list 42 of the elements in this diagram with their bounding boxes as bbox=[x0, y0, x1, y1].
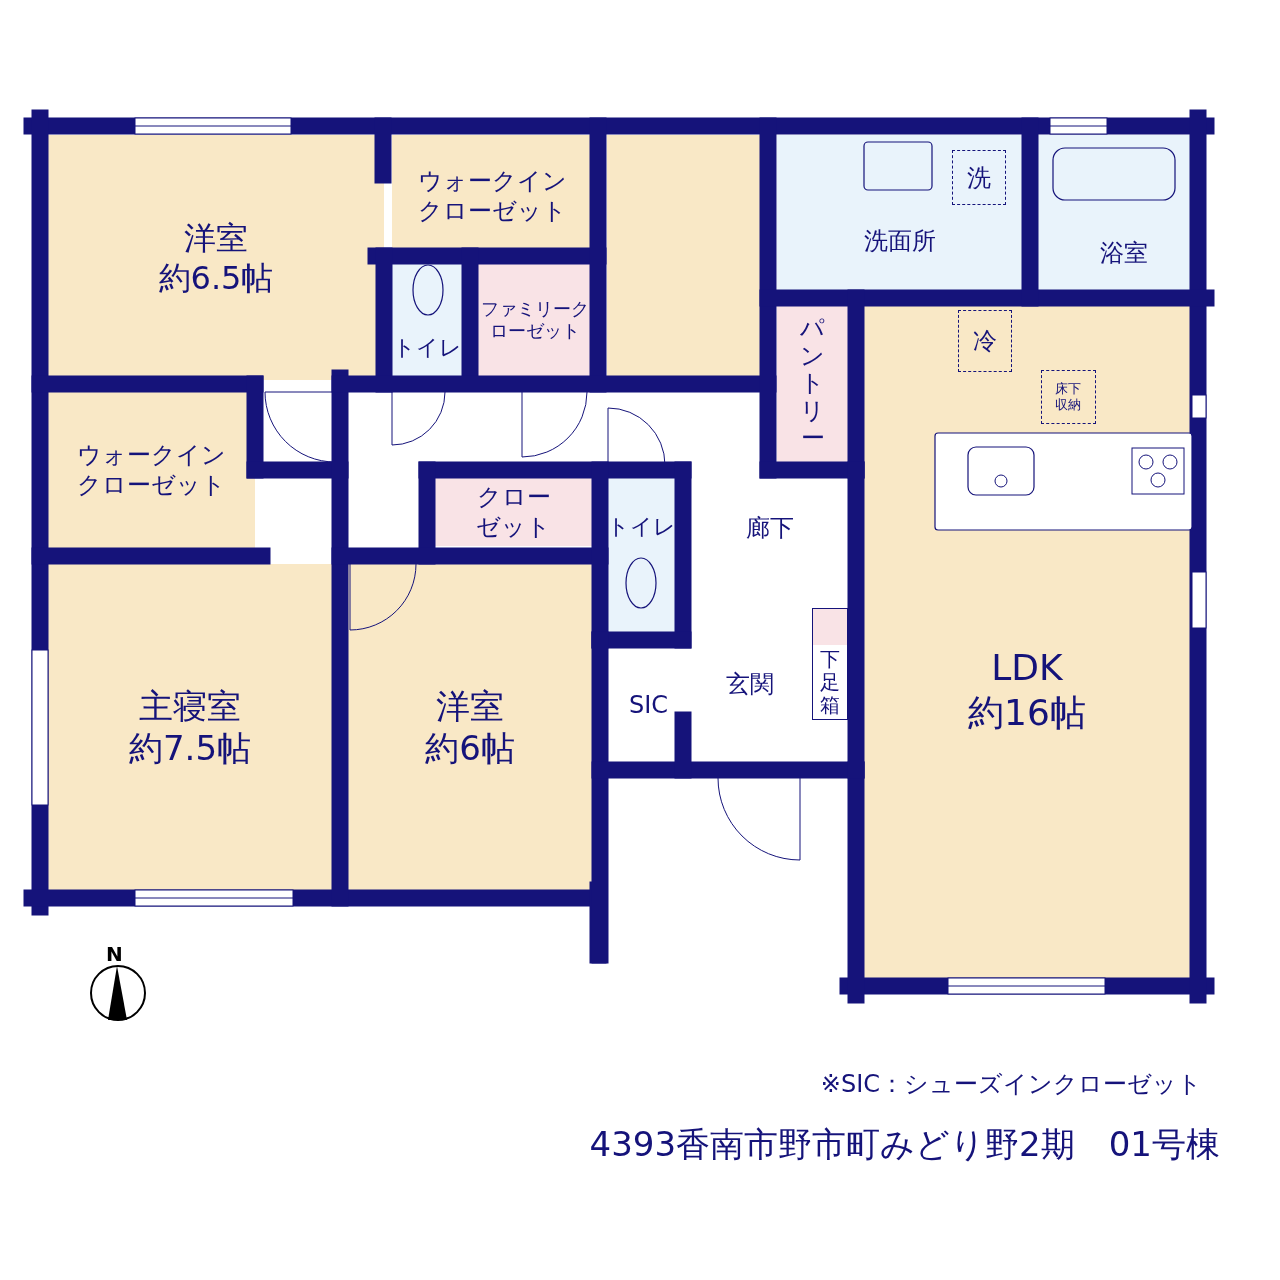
appliance-space bbox=[952, 150, 1006, 205]
room bbox=[48, 392, 255, 548]
room-label: 洋室 bbox=[436, 684, 504, 727]
room-label: トイレ bbox=[392, 334, 462, 362]
room bbox=[392, 264, 462, 376]
room-label: パントリー bbox=[799, 315, 826, 453]
room bbox=[607, 135, 760, 378]
room-size: 約16帖 bbox=[968, 691, 1086, 735]
room-label: 廊下 bbox=[746, 513, 794, 543]
room-label: ファミリークローゼット bbox=[480, 297, 590, 343]
room-label: 洗 bbox=[967, 162, 991, 193]
title: 4393香南市野市町みどり野2期 01号棟 bbox=[589, 1123, 1220, 1166]
room-label: 洗面所 bbox=[863, 225, 936, 256]
room bbox=[348, 564, 592, 890]
room bbox=[777, 135, 1022, 290]
room-label: 洋室 bbox=[184, 217, 248, 258]
room-label: クローゼット bbox=[475, 482, 552, 542]
room-size: 約7.5帖 bbox=[128, 727, 252, 770]
room bbox=[478, 264, 592, 376]
room-label: ウォークインクローゼット bbox=[76, 440, 227, 500]
north-label: N bbox=[106, 942, 123, 966]
room-size: 約6帖 bbox=[425, 727, 515, 770]
room-label: SIC bbox=[628, 690, 669, 720]
room bbox=[1038, 135, 1190, 290]
room-label: 床下収納 bbox=[1054, 380, 1083, 414]
note: ※SIC：シューズインクローゼット bbox=[820, 1069, 1202, 1100]
room-label: 玄関 bbox=[726, 669, 774, 699]
shoe-cabinet bbox=[812, 608, 848, 720]
appliance-space bbox=[958, 310, 1012, 372]
room-label: 主寝室 bbox=[139, 684, 241, 727]
room-label: 冷 bbox=[973, 326, 997, 356]
room-label: 下足箱 bbox=[819, 647, 841, 717]
room bbox=[48, 564, 332, 890]
room-label: ウォークインクローゼット bbox=[416, 165, 568, 226]
room-label: LDK bbox=[991, 646, 1063, 690]
room bbox=[777, 306, 848, 462]
room bbox=[607, 478, 675, 632]
room-size: 約6.5帖 bbox=[158, 257, 274, 298]
appliance-space bbox=[1041, 370, 1096, 424]
room bbox=[435, 478, 592, 546]
room-label: 浴室 bbox=[1100, 237, 1148, 268]
room-label: トイレ bbox=[606, 513, 676, 541]
